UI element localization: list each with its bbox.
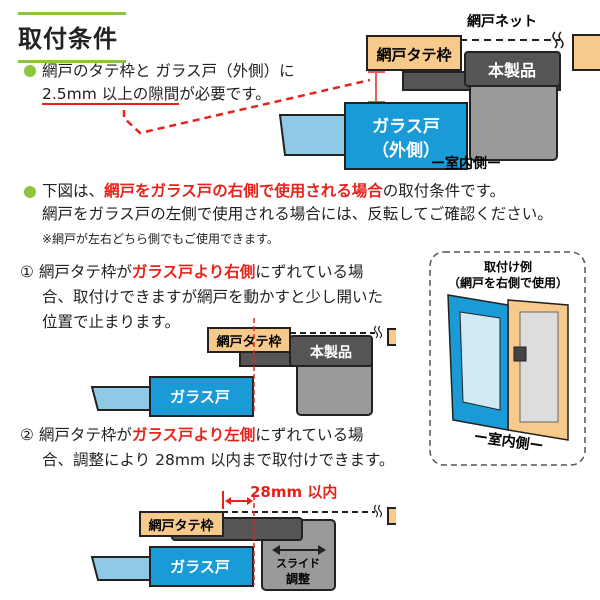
indoor-label: ー室内側ー [431,155,501,172]
text: 下図は、 [42,182,105,200]
limit-label: 28mm 以内 [250,483,337,501]
highlight-text: ガラス戸より右側 [131,263,256,281]
frame-box [207,327,291,353]
gap-requirement: 2.5mm 以上の隙間 [42,85,180,105]
frame-label: 網戸タテ枠 [216,334,281,350]
gap-diagram: 網戸ネット 本製品 網戸タテ枠 ガラス戸 （外側） ー室内側ー [122,13,600,172]
glass-door [149,376,254,417]
product-label: 本製品 [310,344,352,361]
frame-label: 網戸タテ枠 [376,46,451,64]
case1-line3: 位置で止まります。 [42,313,180,331]
case2-diagram: 28mm 以内 網戸タテ枠 ガラス戸 スライド 調整 [90,483,396,591]
case1-line1: ① 網戸タテ枠がガラス戸より右側にずれている場 [20,261,363,283]
case-number: ① [20,263,34,281]
product-label: 本製品 [488,61,536,80]
text: にずれている場 [255,263,364,281]
example-box: 取付け例 （網戸を右側で使用） ー室内側ー [429,251,586,466]
window-illustration [447,294,569,441]
bullet-icon [24,186,36,198]
highlight-text: 網戸をガラス戸の右側で使用される場合 [104,182,383,200]
net-frame-right [572,34,600,71]
text: の取付条件です。 [382,182,506,200]
glass-label: ガラス戸 [170,558,230,576]
glass-label: ガラス戸 [170,388,230,406]
frame-label: 網戸タテ枠 [148,518,213,534]
net-frame-right [387,507,396,525]
glass-door [344,102,468,170]
page-title: 取付条件 [18,12,126,63]
text: 網戸タテ枠が [38,263,132,281]
net-frame-right [387,328,396,346]
condition1-rest: が必要です。 [179,85,271,103]
bullet-icon [24,65,36,77]
product-top [464,51,561,87]
product-body [469,79,558,161]
glass-label: ガラス戸 [372,117,440,137]
case1-diagram: 本製品 網戸タテ枠 ガラス戸 [90,318,396,417]
frame-box [366,35,462,71]
case2-line1: ② 網戸タテ枠がガラス戸より左側にずれている場 [20,424,363,446]
text: にずれている場 [255,426,364,444]
condition1-line1: 網戸のタテ枠と ガラス戸（外側）に [42,62,295,80]
callout-line [122,78,371,135]
glass-strip [90,556,151,581]
example-subtitle: （網戸を右側で使用） [448,275,568,290]
condition2-note: ※網戸が左右どちら側でもご使用できます。 [42,232,279,246]
product-body [296,359,373,416]
example-title: 取付け例 [484,259,532,274]
condition2-line1: 下図は、網戸をガラス戸の右側で使用される場合の取付条件です。 [42,180,505,202]
highlight-text: ガラス戸より左側 [131,426,256,444]
case2-line2: 合、調整により 28mm 以内まで取付けできます。 [42,451,395,469]
case1-line2: 合、取付けできますが網戸を動かすと少し開いた [42,288,384,306]
case-number: ② [20,426,34,444]
glass-door [149,546,254,587]
net-label: 網戸ネット [467,13,537,30]
glass-label-outside: （外側） [372,140,440,161]
slide-label: スライド [276,557,320,570]
condition2-line2: 網戸をガラス戸の左側で使用される場合には、反転してご確認ください。 [42,205,553,223]
glass-strip [90,386,151,411]
glass-strip [278,114,346,156]
frame-box [139,511,224,537]
adjust-label: 調整 [286,571,310,586]
condition1-line2: 2.5mm 以上の隙間が必要です。 [42,83,271,105]
text: 網戸タテ枠が [38,426,132,444]
